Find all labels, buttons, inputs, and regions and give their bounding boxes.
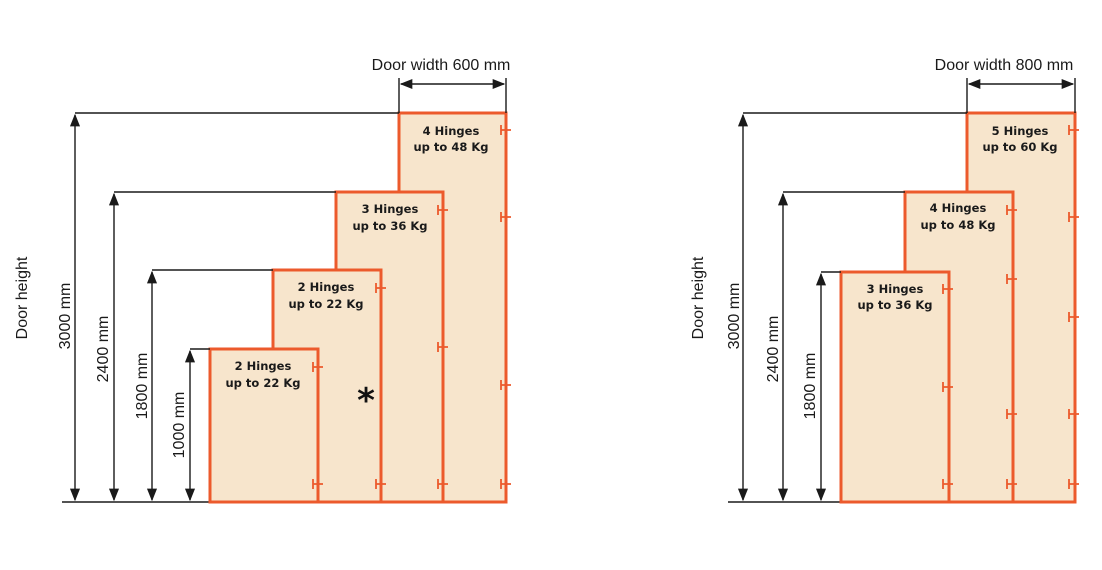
- door-1800-weight-label: up to 22 Kg: [289, 297, 364, 311]
- door-3000-hinges-label: 4 Hinges: [423, 124, 480, 138]
- door-width-label: Door width 800 mm: [935, 57, 1074, 74]
- height-1000-label: 1000 mm: [171, 392, 188, 459]
- height-1800-label: 1800 mm: [134, 353, 151, 420]
- door-2400-weight-label: up to 36 Kg: [353, 219, 428, 233]
- height-3000-label: 3000 mm: [726, 283, 743, 350]
- left-diagram: 4 Hinges up to 48 Kg 3 Hinges up to 36 K…: [14, 57, 511, 504]
- height-3000-label: 3000 mm: [57, 283, 74, 350]
- hinges-door-1800: [942, 284, 953, 489]
- door-height-axis-label: Door height: [690, 256, 707, 339]
- hinges-door-3000: [500, 125, 511, 489]
- height-1800-label: 1800 mm: [802, 353, 819, 420]
- door-1000-weight-label: up to 22 Kg: [226, 376, 301, 390]
- hinges-door-2400: [1006, 205, 1017, 489]
- door-1000: [208, 347, 320, 504]
- hinges-door-2400: [437, 205, 448, 489]
- door-1800: [839, 270, 951, 504]
- door-1800-hinges-label: 2 Hinges: [298, 280, 355, 294]
- height-2400-label: 2400 mm: [95, 316, 112, 383]
- door-3000-hinges-label: 5 Hinges: [992, 124, 1049, 138]
- door-2400-hinges-label: 3 Hinges: [362, 202, 419, 216]
- hinges-door-3000: [1068, 125, 1079, 489]
- asterisk-mark: *: [357, 381, 375, 421]
- door-1800-hinges-label: 3 Hinges: [867, 282, 924, 296]
- door-1000-hinges-label: 2 Hinges: [235, 359, 292, 373]
- door-1800-weight-label: up to 36 Kg: [858, 298, 933, 312]
- door-3000-weight-label: up to 48 Kg: [414, 140, 489, 154]
- right-diagram: 5 Hinges up to 60 Kg 4 Hinges up to 48 K…: [690, 57, 1079, 504]
- height-2400-label: 2400 mm: [765, 316, 782, 383]
- door-3000-weight-label: up to 60 Kg: [983, 140, 1058, 154]
- door-width-label: Door width 600 mm: [372, 57, 511, 74]
- door-height-axis-label: Door height: [14, 256, 31, 339]
- hinges-door-1000: [312, 362, 323, 489]
- door-2400-weight-label: up to 48 Kg: [921, 218, 996, 232]
- door-2400-hinges-label: 4 Hinges: [930, 201, 987, 215]
- hinges-door-1800: [375, 283, 386, 489]
